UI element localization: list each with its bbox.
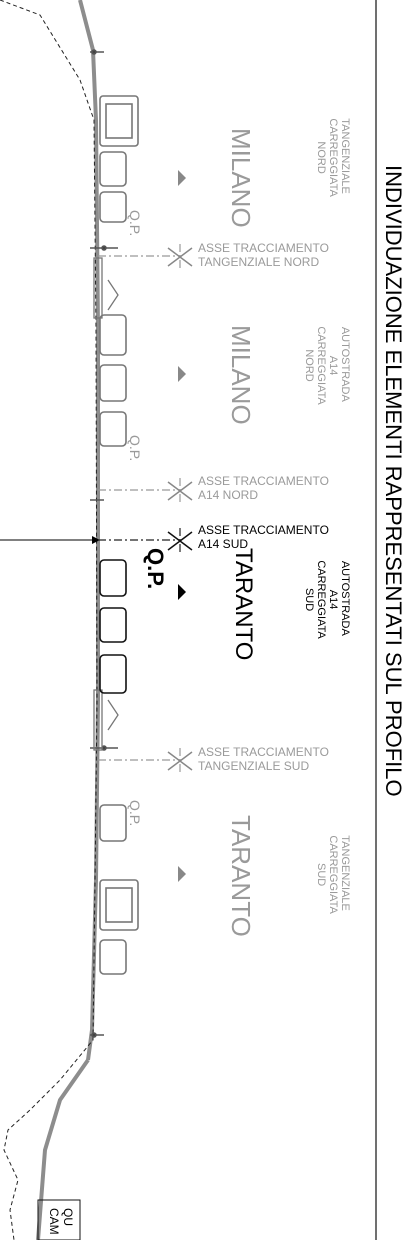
footer-label-line2: CAM [47,1208,61,1235]
direction-label-a14-sud: TARANTO [230,548,257,660]
footer-label-line1: QU [61,1208,75,1226]
axis-marker-tangenziale-sud [167,751,193,771]
axis-label-a14-sud-2: A14 SUD [198,537,248,551]
carriageway-name-a14-nord: AUTOSTRADA A14CARREGGIATANORD [303,326,351,405]
axis-label-tangenziale-nord-2: TANGENZIALE NORD [198,255,319,269]
axis-line-tangenziale-nord [98,244,181,268]
carriageway-name-line: NORD [303,349,315,381]
road-embankment-line [36,1058,90,1240]
carriageway-name-line: NORD [315,141,327,173]
direction-label-tangenziale-nord: MILANO [226,128,256,228]
section-pointer-arrow [92,536,100,544]
footer-label-box [37,1199,81,1240]
direction-arrow-a14-nord [178,366,186,382]
axis-label-a14-nord-1: ASSE TRACCIAMENTO [198,474,329,488]
direction-arrow-a14-sud [178,584,186,600]
qp-label-tangenziale-nord: Q.P. [127,210,143,236]
barrier-elements [93,257,119,751]
road-surface-line [78,0,100,1061]
direction-label-tangenziale-sud: TARANTO [226,815,256,937]
axis-line-a14-nord [98,478,181,502]
ground-line [0,0,98,1240]
carriageway-name-line: A14 [327,590,339,610]
carriageway-name-a14-sud: AUTOSTRADA A14CARREGGIATASUD [303,560,351,639]
carriageway-name-tangenziale-sud: TANGENZIALE CARREGGIATASUD [315,835,351,914]
carriageway-name-line: CARREGGIATA [327,118,339,197]
carriageway-name-line: SUD [315,863,327,886]
vehicles-tangenziale-nord [99,95,139,223]
vehicles-a14-nord [99,314,127,447]
qp-label-tangenziale-sud: Q.P. [127,800,143,826]
axis-line-a14-sud [98,528,181,552]
qp-label-a14-sud: Q.P. [143,548,168,589]
section-title: INDIVIDUAZIONE ELEMENTI RAPPRESENTATI SU… [381,165,406,797]
axis-marker-tangenziale-nord [167,247,193,267]
axis-label-tangenziale-sud-2: TANGENZIALE SUD [198,759,309,773]
carriageway-name-line: CARREGGIATA [315,326,327,405]
carriageway-name-line: CARREGGIATA [315,560,327,639]
axis-marker-a14-sud [167,531,193,551]
vehicles-tangenziale-sud [99,804,139,975]
carriageway-name-line: SUD [303,588,315,611]
axis-label-tangenziale-sud-1: ASSE TRACCIAMENTO [198,745,329,759]
carriageway-name-line: A14 [327,356,339,376]
direction-arrow-tangenziale-sud [178,866,186,882]
qp-label-a14-nord: Q.P. [127,435,143,461]
axis-label-a14-sud-1: ASSE TRACCIAMENTO [198,523,329,537]
direction-label-a14-nord: MILANO [226,325,256,425]
axis-label-tangenziale-nord-1: ASSE TRACCIAMENTO [198,241,329,255]
carriageway-name-tangenziale-nord: TANGENZIALE CARREGGIATANORD [315,118,351,197]
axis-label-a14-nord-2: A14 NORD [198,488,258,502]
vehicles-a14-sud [99,559,127,694]
carriageway-name-line: CARREGGIATA [327,835,339,914]
axis-marker-a14-nord [167,481,193,501]
direction-arrow-tangenziale-nord [178,170,186,186]
axis-line-tangenziale-sud [98,748,181,772]
